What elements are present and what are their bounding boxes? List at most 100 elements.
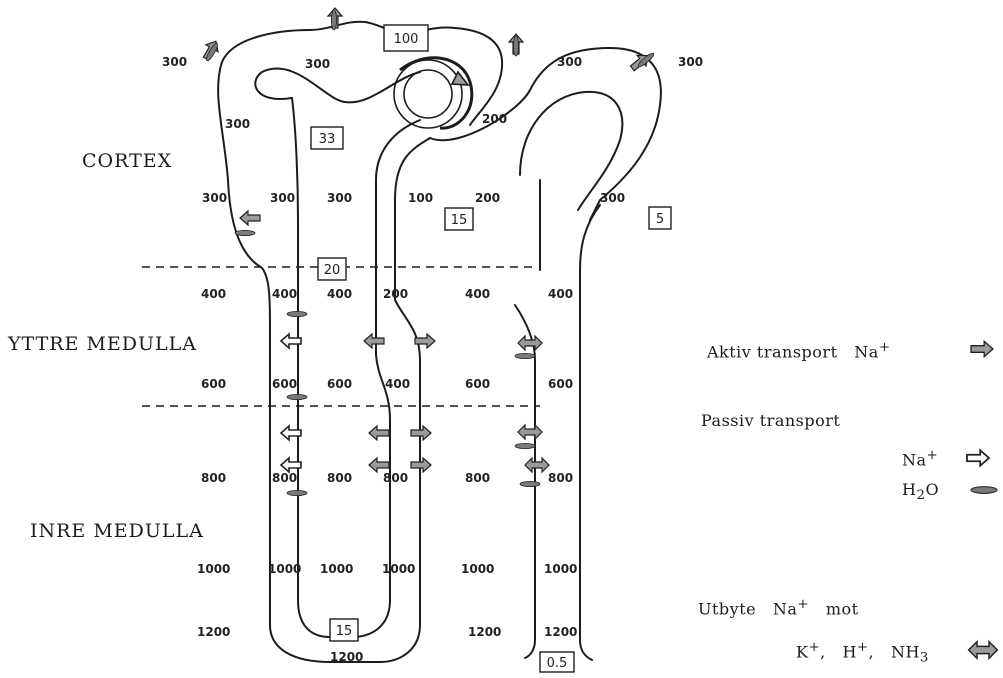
osmolality-labels: 300 300 300 300 300 300 300 300 300 100 … (0, 0, 703, 664)
box-value: 100 (394, 32, 419, 47)
water-mark (235, 230, 255, 235)
osmolality-value: 1000 (382, 562, 415, 576)
legend-exchange-label: Utbyte (698, 599, 756, 618)
osmolality-value: 1200 (197, 625, 230, 639)
osmolality-value: 800 (548, 471, 573, 485)
osmolality-value: 600 (465, 377, 490, 391)
osmolality-value: 1000 (268, 562, 301, 576)
water-mark (520, 481, 540, 486)
box-value: 15 (451, 213, 468, 228)
osmolality-value: 800 (383, 471, 408, 485)
collecting-right-wall (580, 205, 600, 660)
legend-active-ion: Na (854, 342, 879, 361)
water-mark (513, 36, 518, 56)
legend-passive-transport: Passiv transport (701, 411, 840, 430)
medulla-arrows (281, 311, 549, 495)
water-mark (287, 311, 307, 316)
active-arrow (364, 334, 384, 348)
water-flow-icon (971, 487, 997, 494)
osmolality-value: 400 (465, 287, 490, 301)
osmolality-value: 100 (408, 191, 433, 205)
osmolality-value: 300 (557, 55, 582, 69)
arrow-mark (240, 211, 260, 225)
glomerulus (394, 58, 472, 128)
osmolality-value: 300 (202, 191, 227, 205)
active-arrow (369, 426, 389, 440)
legend-exchange-word: mot (826, 599, 859, 618)
legend-icons (967, 341, 997, 658)
active-arrow (369, 458, 389, 472)
osmolality-value: 600 (548, 377, 573, 391)
legend-exchange-sup: + (797, 597, 809, 612)
osmolality-value: 300 (162, 55, 187, 69)
osmolality-value: 400 (201, 287, 226, 301)
glomerulus-loop (400, 58, 472, 128)
osmolality-value: 1000 (320, 562, 353, 576)
osmolality-value: 1000 (544, 562, 577, 576)
legend-active-label: Aktiv transport (707, 342, 838, 361)
exchange-arrow (525, 458, 549, 472)
osmolality-value: 1000 (461, 562, 494, 576)
box-value: 20 (324, 263, 341, 278)
legend-exchange-h: H (842, 642, 856, 661)
legend-exchange-k: K (796, 642, 808, 661)
region-label-cortex: CORTEX (82, 150, 172, 172)
osmolality-value: 400 (385, 377, 410, 391)
osmolality-value: 200 (383, 287, 408, 301)
active-transport-arrow-icon (971, 341, 993, 356)
legend-exchange-sub: 3 (920, 651, 929, 666)
osmolality-value: 1200 (330, 650, 363, 664)
legend-passive-sup: + (927, 448, 939, 463)
region-label-outer-medulla: YTTRE MEDULLA (8, 333, 197, 355)
legend-water-o: O (925, 480, 939, 499)
osmolality-value: 800 (201, 471, 226, 485)
region-label-inner-medulla: INRE MEDULLA (30, 520, 204, 542)
osmolality-value: 200 (482, 112, 507, 126)
exchange-double-arrow-icon (969, 642, 998, 659)
osmolality-value: 300 (678, 55, 703, 69)
glomerulus-inner (404, 70, 452, 118)
osmolality-value: 800 (327, 471, 352, 485)
descending-inner-wall (292, 98, 352, 637)
osmolality-value: 600 (272, 377, 297, 391)
legend-water-row: H2O (902, 480, 939, 503)
osmolality-value: 1000 (197, 562, 230, 576)
osmolality-value: 300 (225, 117, 250, 131)
osmolality-value: 300 (305, 57, 330, 71)
osmolality-value: 200 (475, 191, 500, 205)
osmolality-value: 600 (201, 377, 226, 391)
osmolality-value: 400 (327, 287, 352, 301)
exchange-arrow (518, 336, 542, 350)
legend-exchange-ion: Na (773, 599, 798, 618)
legend-exchange-nh: NH (891, 642, 920, 661)
osmolality-value: 300 (600, 191, 625, 205)
box-value: 5 (656, 212, 664, 227)
water-mark (287, 490, 307, 495)
legend-passive-ion: Na (902, 450, 927, 469)
legend-exchange-ions: K+, H+, NH3 (796, 640, 929, 666)
osmolality-value: 800 (465, 471, 490, 485)
osmolality-value: 300 (270, 191, 295, 205)
osmolality-value: 400 (548, 287, 573, 301)
legend-active-transport: Aktiv transport Na+ (707, 340, 891, 361)
box-value: 15 (336, 624, 353, 639)
water-mark (515, 353, 535, 358)
osmolality-value: 400 (272, 287, 297, 301)
osmolality-value: 1200 (468, 625, 501, 639)
box-value: 33 (319, 132, 336, 147)
legend-exchange: Utbyte Na+ mot (698, 597, 859, 618)
osmolality-value: 600 (327, 377, 352, 391)
legend-passive-ion-row: Na+ (902, 448, 938, 469)
exchange-arrow (518, 425, 542, 439)
water-mark (287, 394, 307, 399)
legend-active-sup: + (879, 340, 891, 355)
passive-transport-arrow-open (967, 450, 989, 465)
osmolality-value: 1200 (544, 625, 577, 639)
water-mark (331, 10, 336, 30)
osmolality-value: 800 (272, 471, 297, 485)
legend-water-h: H (902, 480, 916, 499)
water-mark (515, 443, 535, 448)
box-value: 0.5 (547, 656, 568, 671)
osmolality-value: 300 (327, 191, 352, 205)
